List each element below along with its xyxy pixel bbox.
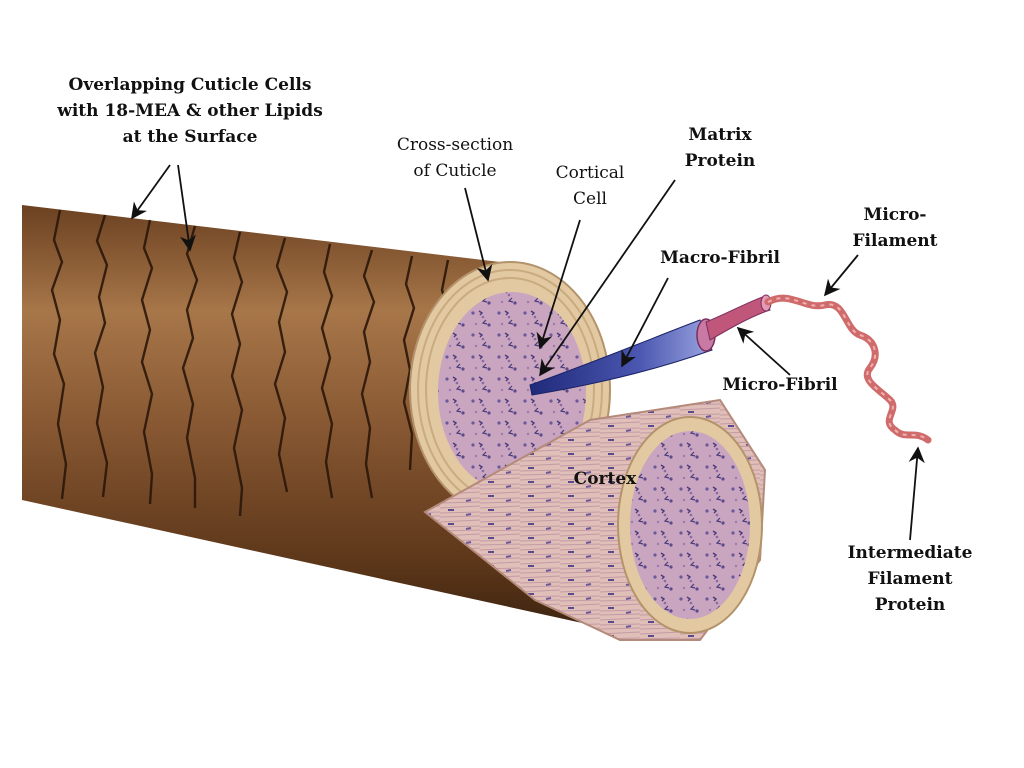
macro-fibril — [529, 319, 713, 396]
label-cuticle-cells: Overlapping Cuticle Cells with 18-MEA & … — [57, 75, 323, 147]
label-intermediate-filament: Intermediate Filament Protein — [847, 543, 973, 615]
label-cortical-cell: Cortical Cell — [555, 163, 625, 209]
label-macro-fibril: Macro-Fibril — [660, 248, 780, 268]
label-cross-section: Cross-section of Cuticle — [396, 135, 514, 181]
label-cortex: Cortex — [573, 469, 637, 489]
label-matrix-protein: Matrix Protein — [684, 125, 756, 171]
micro-fibril — [705, 295, 771, 341]
label-micro-filament: Micro- Filament — [852, 205, 938, 251]
leader-arrows — [131, 164, 925, 541]
label-micro-fibril: Micro-Fibril — [722, 375, 838, 395]
micro-filament — [764, 294, 932, 444]
